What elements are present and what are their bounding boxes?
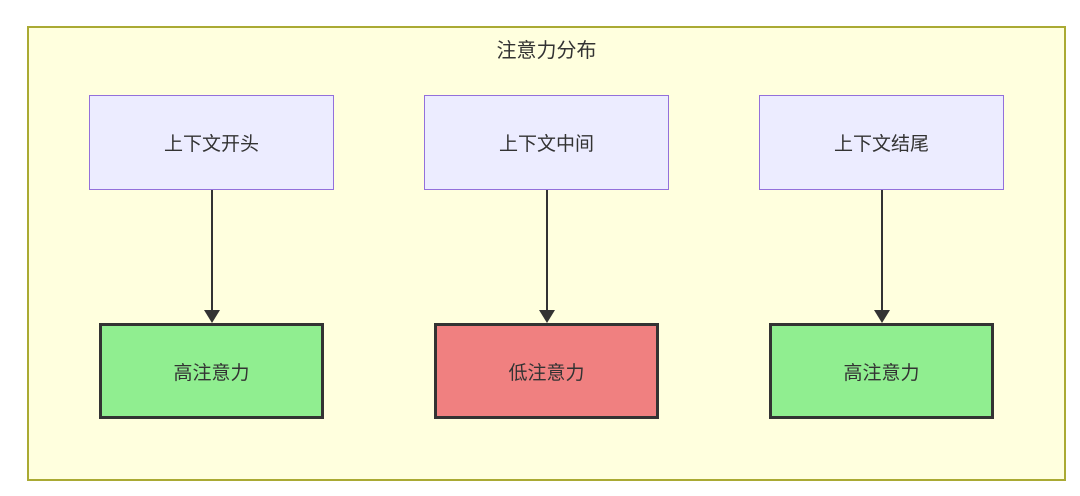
arrow-down-icon xyxy=(538,190,555,323)
node-high-attention-1: 高注意力 xyxy=(99,323,324,419)
arrow-line xyxy=(210,190,213,311)
flow-column-context-end: 上下文结尾 高注意力 xyxy=(759,95,1004,419)
node-context-start: 上下文开头 xyxy=(89,95,334,190)
diagram-title: 注意力分布 xyxy=(496,40,597,62)
arrow-down-icon xyxy=(873,190,890,323)
node-low-attention: 低注意力 xyxy=(434,323,659,419)
flow-column-context-start: 上下文开头 高注意力 xyxy=(89,95,334,419)
node-context-middle: 上下文中间 xyxy=(424,95,669,190)
flow-columns: 上下文开头 高注意力 上下文中间 低注意力 上下文结尾 xyxy=(29,95,1064,419)
node-high-attention-2: 高注意力 xyxy=(769,323,994,419)
arrow-head xyxy=(538,310,555,323)
arrow-down-icon xyxy=(203,190,220,323)
node-context-end: 上下文结尾 xyxy=(759,95,1004,190)
attention-diagram: 注意力分布 上下文开头 高注意力 上下文中间 低注意力 上下文结尾 xyxy=(27,26,1066,481)
flow-column-context-middle: 上下文中间 低注意力 xyxy=(424,95,669,419)
arrow-line xyxy=(545,190,548,311)
arrow-head xyxy=(203,310,220,323)
arrow-head xyxy=(873,310,890,323)
arrow-line xyxy=(880,190,883,311)
